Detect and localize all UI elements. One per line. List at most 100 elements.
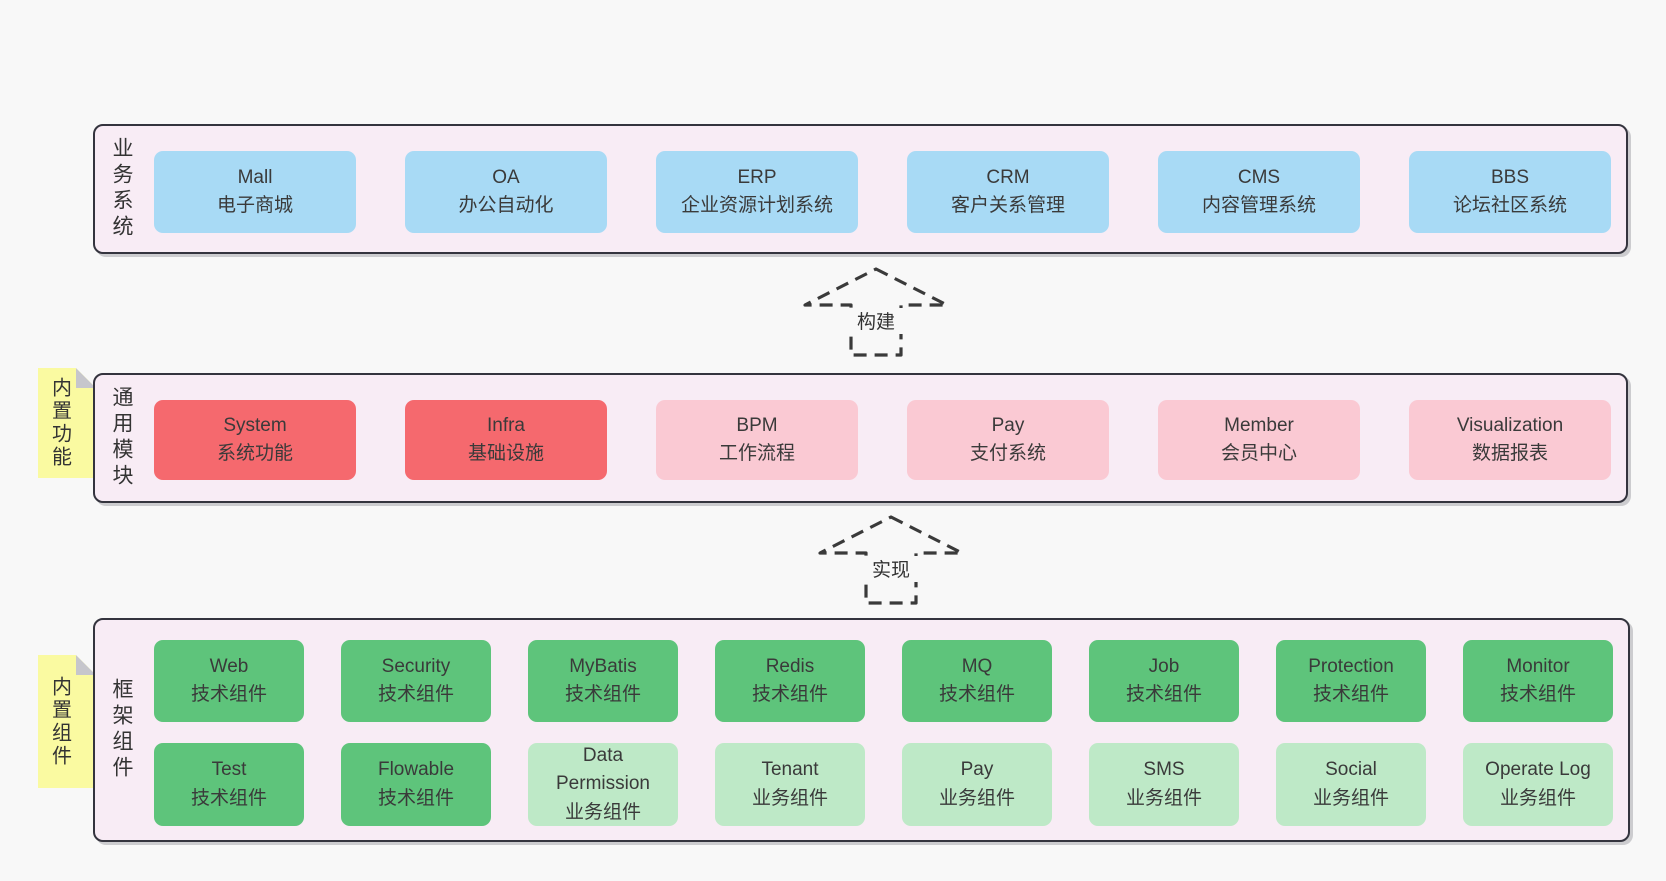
section-label: 业务系统	[110, 137, 133, 241]
box-title: OA	[492, 166, 520, 188]
box-title: ERP	[737, 166, 777, 188]
box-title: Redis	[765, 655, 815, 677]
box-subtitle: 会员中心	[1220, 443, 1297, 464]
box-redis: Redis 技术组件	[715, 640, 865, 722]
box-subtitle: 系统功能	[216, 443, 293, 464]
box-title: Pay	[991, 414, 1025, 436]
box-monitor: Monitor 技术组件	[1463, 640, 1613, 722]
box-subtitle: 技术组件	[190, 787, 267, 809]
box-subtitle: 技术组件	[938, 684, 1015, 705]
arrow-implement-label: 实现	[872, 559, 910, 581]
sticky-built-in-components: 内置组件	[38, 655, 96, 788]
box-data-permission: Data Permission 业务组件	[528, 743, 678, 826]
section-business-systems: 业务系统 Mall 电子商城 OA 办公自动化 ERP 企业资源计划系统 CRM…	[93, 124, 1628, 254]
box-title: Member	[1224, 414, 1294, 436]
box-subtitle: 技术组件	[1125, 684, 1202, 705]
box-protection: Protection 技术组件	[1276, 640, 1426, 722]
box-subtitle: 业务组件	[564, 801, 641, 823]
arrow-implement-icon: 实现	[818, 515, 964, 605]
box-subtitle: 工作流程	[718, 443, 795, 464]
box-title: Social	[1325, 759, 1377, 781]
box-subtitle: 基础设施	[467, 443, 544, 464]
box-social: Social 业务组件	[1276, 743, 1426, 826]
box-subtitle: 业务组件	[938, 787, 1015, 809]
box-title: Security	[381, 655, 451, 677]
box-web: Web 技术组件	[154, 640, 304, 722]
box-subtitle: 业务组件	[1499, 787, 1576, 809]
sticky-label: 内置组件	[48, 675, 71, 768]
box-subtitle: 论坛社区系统	[1452, 195, 1567, 216]
box-title: Flowable	[377, 759, 455, 781]
box-title: Visualization	[1456, 414, 1564, 436]
box-subtitle: 客户关系管理	[950, 195, 1065, 216]
box-title: Infra	[486, 414, 526, 436]
box-title: Web	[209, 655, 249, 677]
box-subtitle: 支付系统	[969, 443, 1046, 464]
box-mybatis: MyBatis 技术组件	[528, 640, 678, 722]
box-subtitle: 业务组件	[1125, 787, 1202, 809]
box-subtitle: 业务组件	[751, 787, 828, 809]
box-visualization: Visualization 数据报表	[1409, 400, 1611, 480]
box-subtitle: 技术组件	[1312, 684, 1389, 705]
box-title: BBS	[1490, 166, 1530, 188]
box-bbs: BBS 论坛社区系统	[1409, 151, 1611, 233]
box-job: Job 技术组件	[1089, 640, 1239, 722]
box-title: Protection	[1308, 655, 1394, 677]
box-subtitle: 技术组件	[751, 684, 828, 705]
arrow-build-label: 构建	[857, 311, 895, 333]
tech-component-row: Web 技术组件 Security 技术组件 MyBatis 技术组件 Redi…	[154, 640, 1613, 722]
sticky-built-in-features: 内置功能	[38, 368, 96, 478]
box-erp: ERP 企业资源计划系统	[656, 151, 858, 233]
biz-component-row: Test 技术组件 Flowable 技术组件 Data Permission …	[154, 743, 1613, 826]
box-system: System 系统功能	[154, 400, 356, 480]
box-subtitle: 内容管理系统	[1201, 195, 1316, 216]
box-bpm: BPM 工作流程	[656, 400, 858, 480]
box-operate-log: Operate Log 业务组件	[1463, 743, 1613, 826]
box-member: Member 会员中心	[1158, 400, 1360, 480]
box-title: Test	[211, 759, 247, 781]
box-security: Security 技术组件	[341, 640, 491, 722]
box-title: BPM	[736, 414, 778, 436]
box-test: Test 技术组件	[154, 743, 304, 826]
box-crm: CRM 客户关系管理	[907, 151, 1109, 233]
box-title: Tenant	[761, 759, 819, 781]
box-title: MyBatis	[569, 655, 637, 677]
box-infra: Infra 基础设施	[405, 400, 607, 480]
box-sms: SMS 业务组件	[1089, 743, 1239, 826]
box-subtitle: 企业资源计划系统	[680, 195, 833, 216]
box-title: Operate Log	[1485, 759, 1591, 781]
box-title: Data Permission	[556, 745, 650, 795]
box-oa: OA 办公自动化	[405, 151, 607, 233]
box-mall: Mall 电子商城	[154, 151, 356, 233]
box-title: Monitor	[1506, 655, 1570, 677]
box-title: Pay	[960, 759, 994, 781]
section-common-modules: 通用模块 System 系统功能 Infra 基础设施 BPM 工作流程 Pay…	[93, 373, 1628, 503]
box-subtitle: 技术组件	[377, 684, 454, 705]
box-subtitle: 技术组件	[1499, 684, 1576, 705]
box-subtitle: 数据报表	[1471, 443, 1548, 464]
box-pay-biz: Pay 业务组件	[902, 743, 1052, 826]
box-title: CRM	[986, 166, 1030, 188]
module-box-row: System 系统功能 Infra 基础设施 BPM 工作流程 Pay 支付系统…	[154, 400, 1611, 480]
arrow-build-icon: 构建	[803, 267, 949, 357]
section-label: 通用模块	[110, 386, 133, 490]
box-subtitle: 技术组件	[377, 787, 454, 809]
box-cms: CMS 内容管理系统	[1158, 151, 1360, 233]
box-flowable: Flowable 技术组件	[341, 743, 491, 826]
box-pay: Pay 支付系统	[907, 400, 1109, 480]
box-title: MQ	[961, 655, 993, 677]
box-title: SMS	[1143, 759, 1185, 781]
box-subtitle: 技术组件	[564, 684, 641, 705]
box-title: CMS	[1237, 166, 1281, 188]
sticky-label: 内置功能	[48, 377, 71, 469]
box-subtitle: 办公自动化	[458, 195, 554, 216]
section-label: 框架组件	[110, 678, 133, 782]
box-subtitle: 技术组件	[190, 684, 267, 705]
business-box-row: Mall 电子商城 OA 办公自动化 ERP 企业资源计划系统 CRM 客户关系…	[154, 151, 1611, 233]
section-framework-components: 框架组件 Web 技术组件 Security 技术组件 MyBatis 技术组件…	[93, 618, 1630, 842]
box-subtitle: 电子商城	[216, 195, 293, 216]
box-tenant: Tenant 业务组件	[715, 743, 865, 826]
box-title: Job	[1148, 655, 1180, 677]
box-title: System	[223, 414, 287, 436]
box-subtitle: 业务组件	[1312, 787, 1389, 809]
